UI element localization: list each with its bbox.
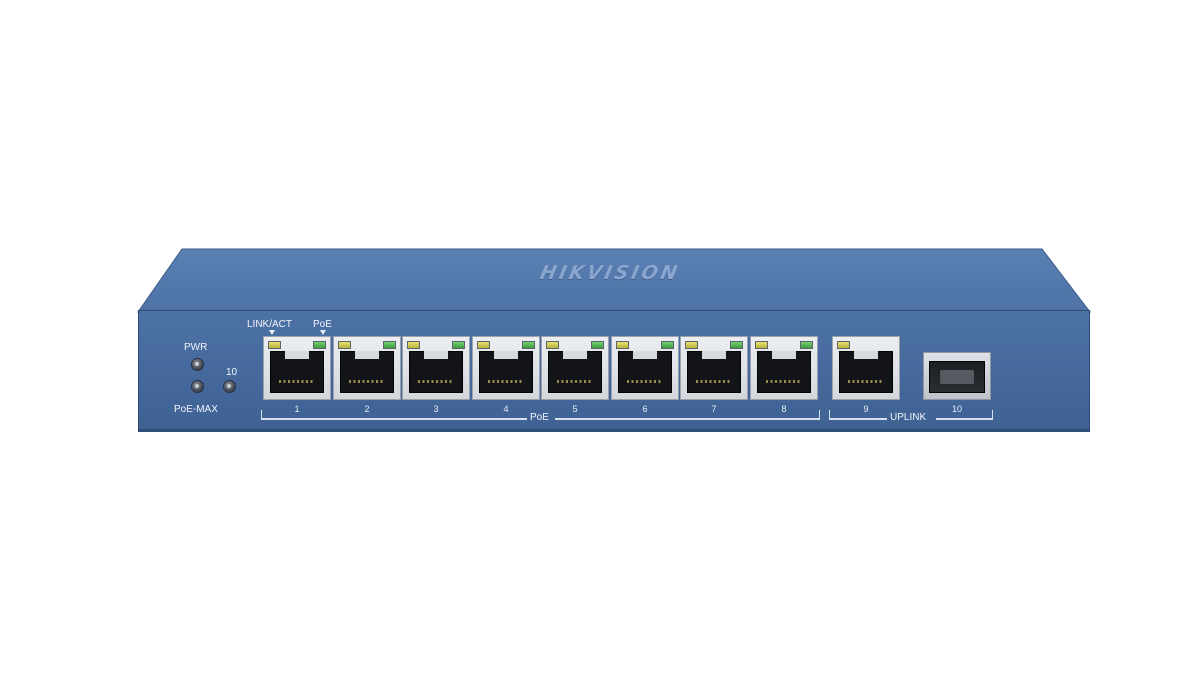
ten-led	[223, 380, 236, 393]
port-number: 10	[951, 404, 962, 414]
poe-led	[383, 341, 396, 349]
port-number: 4	[503, 404, 509, 414]
rj45-port-3[interactable]	[402, 336, 470, 400]
uplink-bracket-right	[992, 410, 993, 419]
port-number: 3	[433, 404, 439, 414]
sfp-cage	[929, 361, 985, 393]
rj45-port-8[interactable]	[750, 336, 818, 400]
port-number: 9	[863, 404, 869, 414]
rj45-port-7[interactable]	[680, 336, 748, 400]
rj45-port-4[interactable]	[472, 336, 540, 400]
port-number: 1	[294, 404, 300, 414]
rj45-jack	[479, 351, 533, 393]
link-led	[546, 341, 559, 349]
poe-bracket-line	[555, 418, 820, 420]
uplink-bracket-line	[829, 418, 887, 420]
rj45-port-6[interactable]	[611, 336, 679, 400]
link-led	[407, 341, 420, 349]
link-led	[338, 341, 351, 349]
rj45-jack	[687, 351, 741, 393]
poe-bracket-line	[261, 418, 527, 420]
rj45-port-5[interactable]	[541, 336, 609, 400]
poe-indicator-label: PoE	[313, 319, 332, 330]
rj45-port-9[interactable]	[832, 336, 900, 400]
brand-logo: HIKVISION	[538, 262, 682, 284]
port-number: 7	[711, 404, 717, 414]
link-led	[616, 341, 629, 349]
uplink-group-label: UPLINK	[890, 412, 927, 423]
poe-group-label: PoE	[530, 412, 549, 423]
rj45-jack	[839, 351, 893, 393]
rj45-jack	[618, 351, 672, 393]
poe-bracket-left	[261, 410, 262, 419]
uplink-bracket-line	[936, 418, 993, 420]
pwr-label: PWR	[184, 342, 208, 353]
poe-led	[452, 341, 465, 349]
port-number: 8	[781, 404, 787, 414]
link-act-label: LINK/ACT	[247, 319, 293, 330]
link-act-marker	[269, 330, 275, 335]
uplink-bracket-left	[829, 410, 830, 419]
poe-led	[800, 341, 813, 349]
rj45-jack	[757, 351, 811, 393]
poe-max-led	[191, 380, 204, 393]
poe-led	[313, 341, 326, 349]
port-number: 6	[642, 404, 648, 414]
poe-led	[591, 341, 604, 349]
sfp-port-10[interactable]	[923, 352, 991, 400]
poe-led	[522, 341, 535, 349]
rj45-jack	[270, 351, 324, 393]
link-led	[837, 341, 850, 349]
poe-led	[730, 341, 743, 349]
link-led	[477, 341, 490, 349]
ten-label: 10	[226, 367, 238, 378]
pwr-led	[191, 358, 204, 371]
poe-bracket-right	[819, 410, 820, 419]
link-led	[685, 341, 698, 349]
rj45-jack	[548, 351, 602, 393]
link-led	[268, 341, 281, 349]
poe-max-label: PoE-MAX	[174, 404, 218, 415]
link-led	[755, 341, 768, 349]
poe-led	[661, 341, 674, 349]
port-number: 2	[364, 404, 370, 414]
rj45-port-1[interactable]	[263, 336, 331, 400]
rj45-port-2[interactable]	[333, 336, 401, 400]
rj45-jack	[409, 351, 463, 393]
port-number: 5	[572, 404, 578, 414]
poe-indicator-marker	[320, 330, 326, 335]
rj45-jack	[340, 351, 394, 393]
